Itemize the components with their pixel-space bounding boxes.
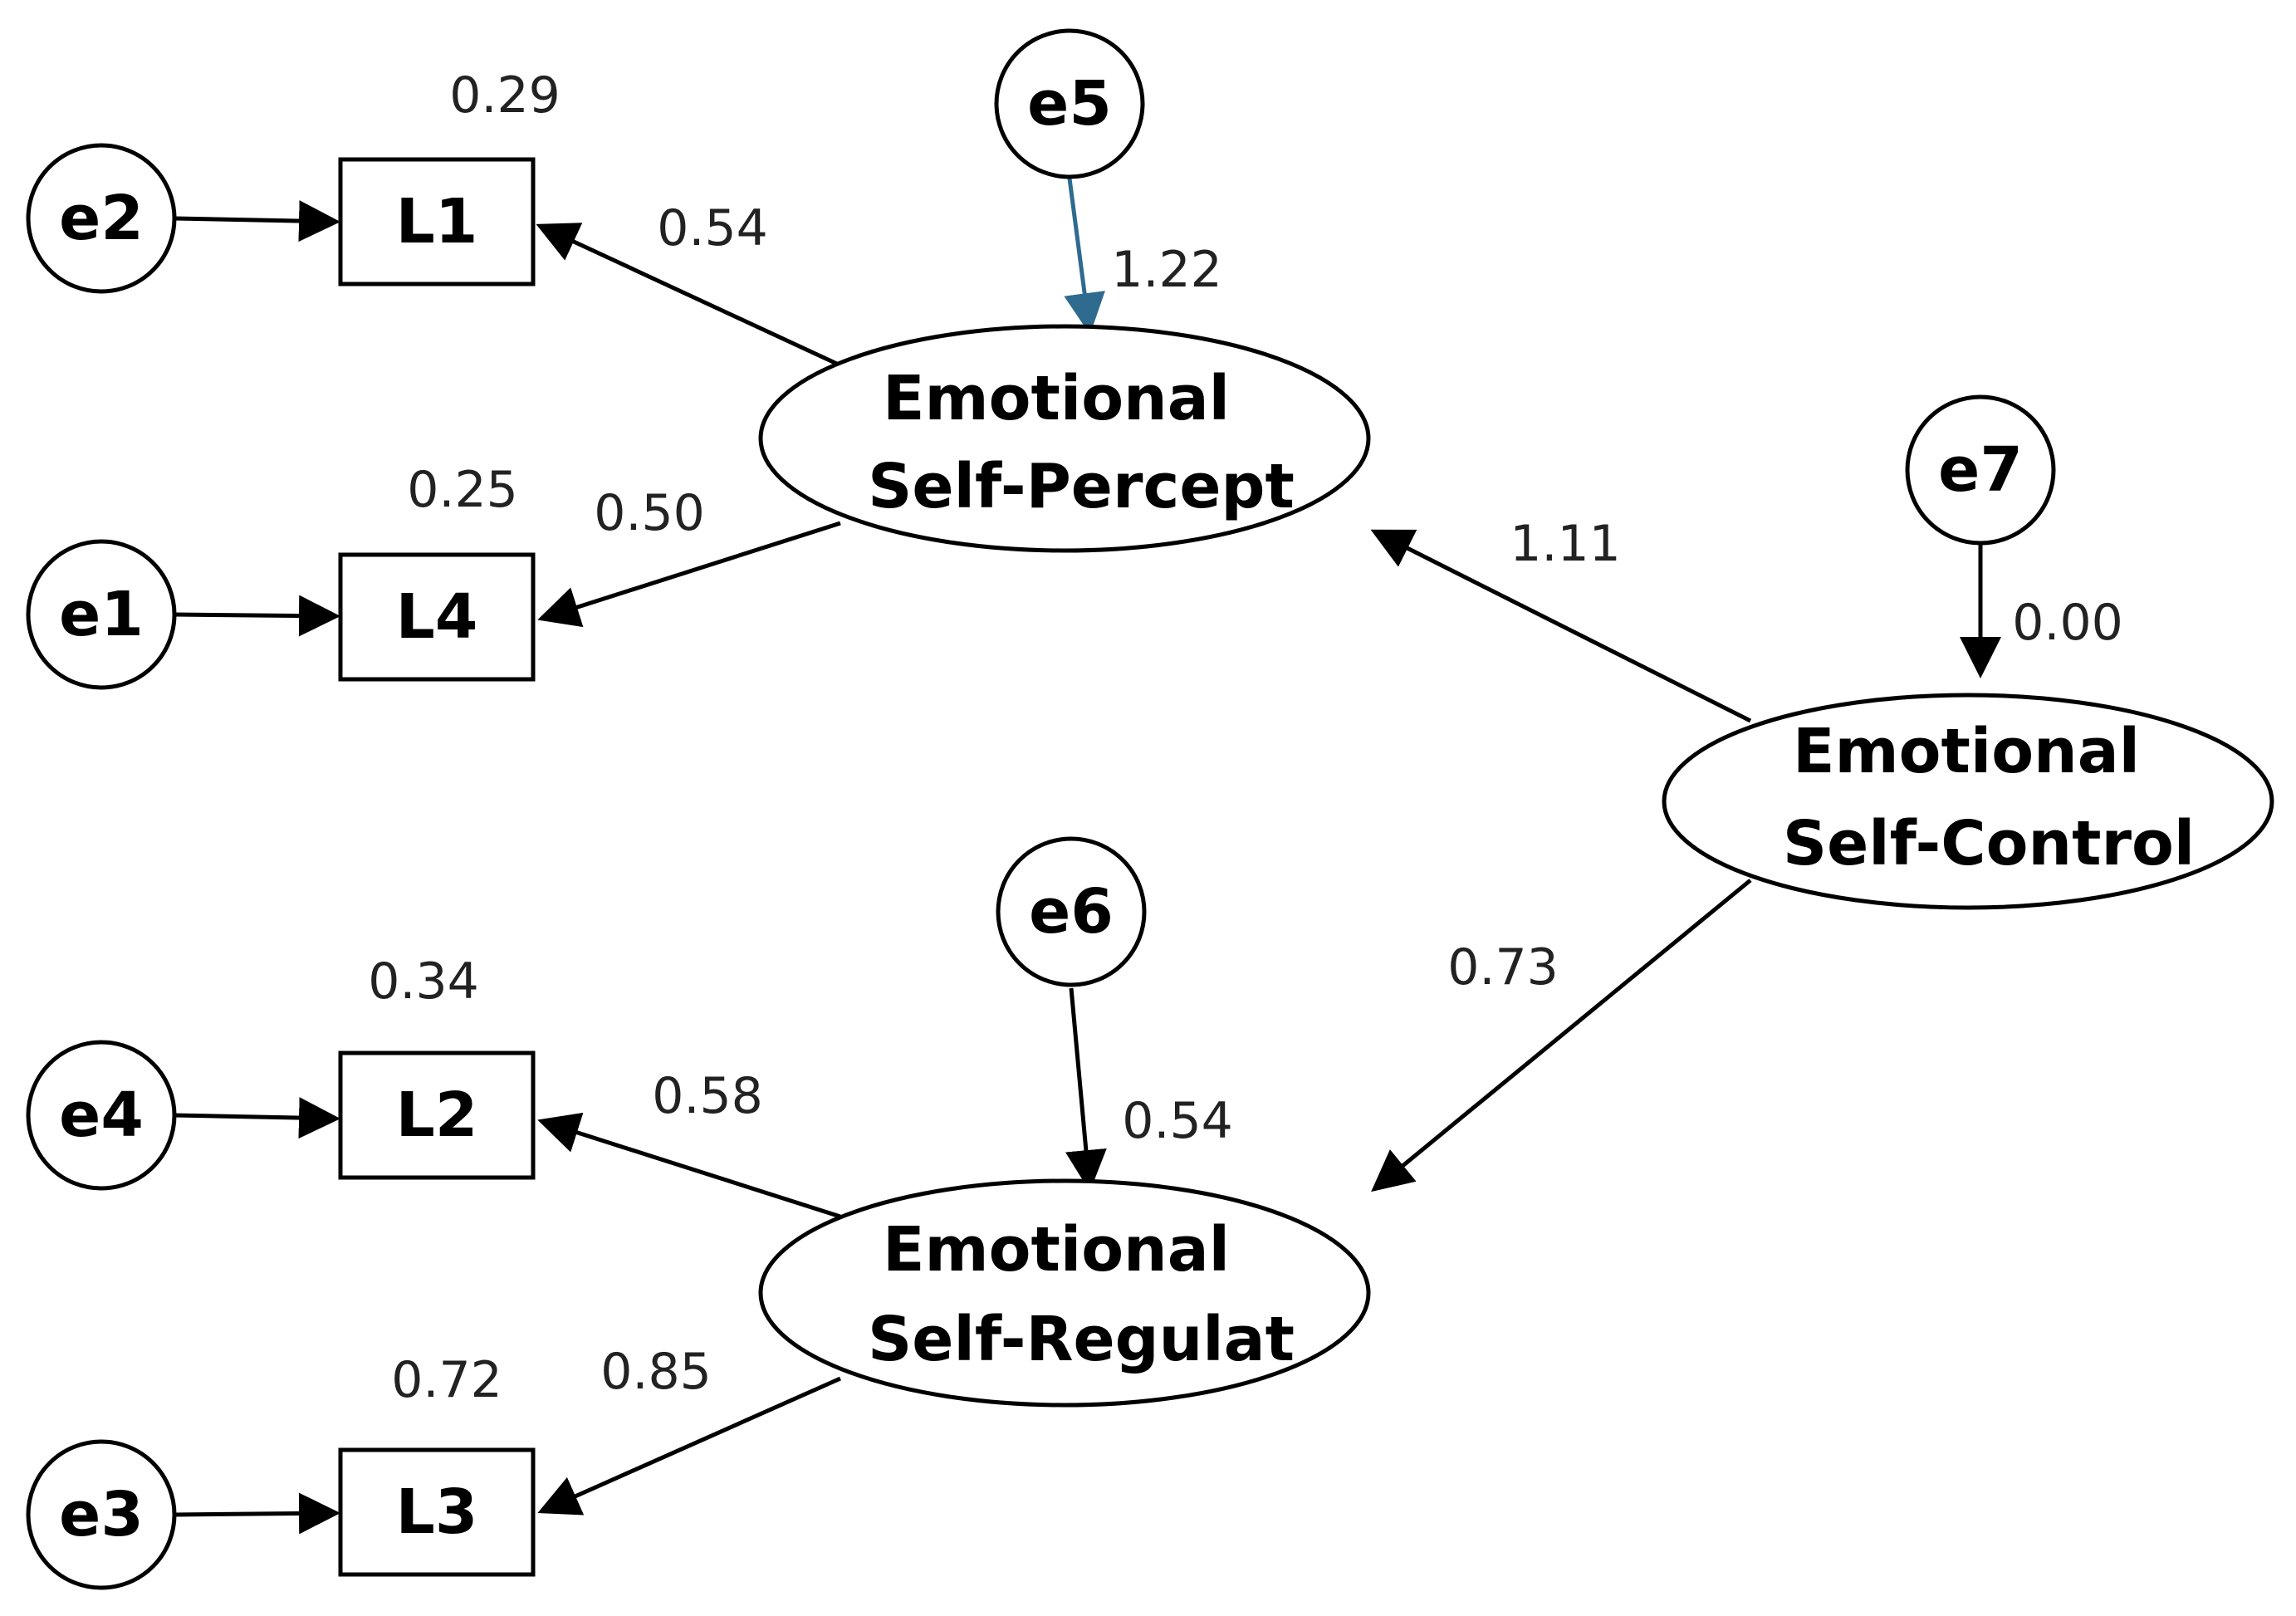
path-e2-l1 [174,200,340,242]
path-e3-l3 [174,1492,340,1535]
coef-l2-r2: 0.34 [368,952,479,1011]
error-e2: e2 [26,143,177,294]
path-regulation-l3 [537,1376,842,1516]
latent-control-line1: Emotional [1793,716,2140,787]
indicator-l4-label: L4 [396,581,478,653]
coef-regulation-l2: 0.58 [652,1067,763,1125]
error-e3: e3 [26,1439,177,1590]
error-e1: e1 [26,539,177,690]
indicator-l4: L4 [338,552,536,682]
indicator-l2: L2 [338,1050,536,1180]
indicator-l2-label: L2 [396,1080,478,1151]
coef-perception-l1: 0.54 [657,199,768,257]
indicator-l3: L3 [338,1447,536,1577]
coef-perception-l4: 0.50 [594,484,705,542]
error-e5: e5 [994,28,1145,179]
error-e6-label: e6 [1029,876,1114,948]
error-e6: e6 [996,836,1147,987]
coef-l3-r2: 0.72 [391,1351,502,1409]
latent-regulation-line2: Self-Regulat [868,1304,1295,1375]
path-e6-regulation [1065,987,1107,1192]
path-perception-l1 [536,223,840,367]
coef-l4-r2: 0.25 [407,461,518,519]
indicator-l1-label: L1 [396,186,478,257]
path-e4-l2 [174,1097,340,1139]
error-e7-label: e7 [1938,434,2023,506]
error-e2-label: e2 [59,183,144,254]
error-e7: e7 [1905,394,2056,546]
coef-e7-control: 0.00 [2012,594,2123,652]
latent-emotional-self-control: Emotional Self-Control [1662,693,2274,910]
coef-control-perception: 1.11 [1510,515,1621,573]
error-e4-label: e4 [59,1080,144,1151]
coef-l1-r2: 0.29 [449,66,561,125]
error-e3-label: e3 [59,1479,144,1550]
latent-perception-line2: Self-Percept [868,451,1295,522]
error-e5-label: e5 [1027,68,1112,140]
latent-perception-line1: Emotional [883,363,1230,434]
indicator-l3-label: L3 [396,1476,478,1548]
error-e1-label: e1 [59,579,144,650]
latent-regulation-line1: Emotional [883,1214,1230,1285]
path-perception-l4 [537,521,841,628]
indicator-l1: L1 [338,157,536,286]
coef-e6-regulation: 0.54 [1122,1092,1233,1150]
coef-control-regulation: 0.73 [1447,938,1559,997]
latent-emotional-self-perception: Emotional Self-Percept [758,324,1371,553]
error-e4: e4 [26,1040,177,1191]
coef-e5-perception: 1.22 [1111,241,1222,299]
path-control-perception [1370,529,1752,723]
latent-control-line2: Self-Control [1783,808,2195,879]
path-regulation-l2 [537,1112,841,1219]
path-control-regulation [1371,879,1752,1192]
coef-regulation-l3: 0.85 [600,1343,712,1401]
latent-emotional-self-regulation: Emotional Self-Regulat [758,1178,1371,1408]
path-e5-perception [1064,178,1105,335]
path-e1-l4 [174,595,340,637]
